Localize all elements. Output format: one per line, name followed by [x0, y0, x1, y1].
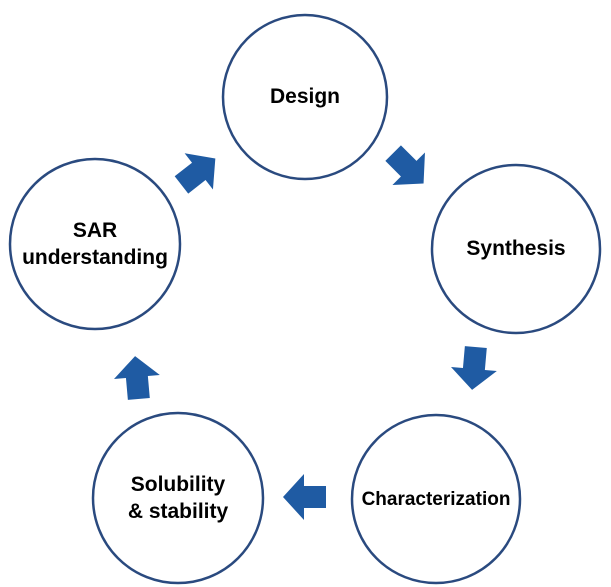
arrow-characterization-to-solubility-stability [283, 474, 326, 520]
arrow-design-to-synthesis [385, 145, 425, 185]
node-label-characterization: Characterization [361, 488, 511, 510]
node-circle-characterization [350, 413, 522, 585]
node-circle-sar-understanding [8, 157, 182, 331]
node-circle-solubility-stability [91, 411, 265, 585]
arrow-sar-understanding-to-design [174, 153, 216, 194]
arrows-layer [114, 145, 497, 520]
arrow-solubility-stability-to-sar-understanding [114, 356, 160, 400]
node-label-solubility-stability: Solubility & stability [127, 473, 229, 523]
node-label-synthesis: Synthesis [466, 237, 566, 261]
node-circle-synthesis [430, 163, 602, 335]
circles-layer [8, 13, 602, 585]
node-label-sar-understanding: SAR understanding [22, 219, 168, 269]
node-circle-design [221, 13, 389, 181]
node-label-design: Design [269, 85, 340, 109]
arrow-synthesis-to-characterization [451, 346, 497, 390]
